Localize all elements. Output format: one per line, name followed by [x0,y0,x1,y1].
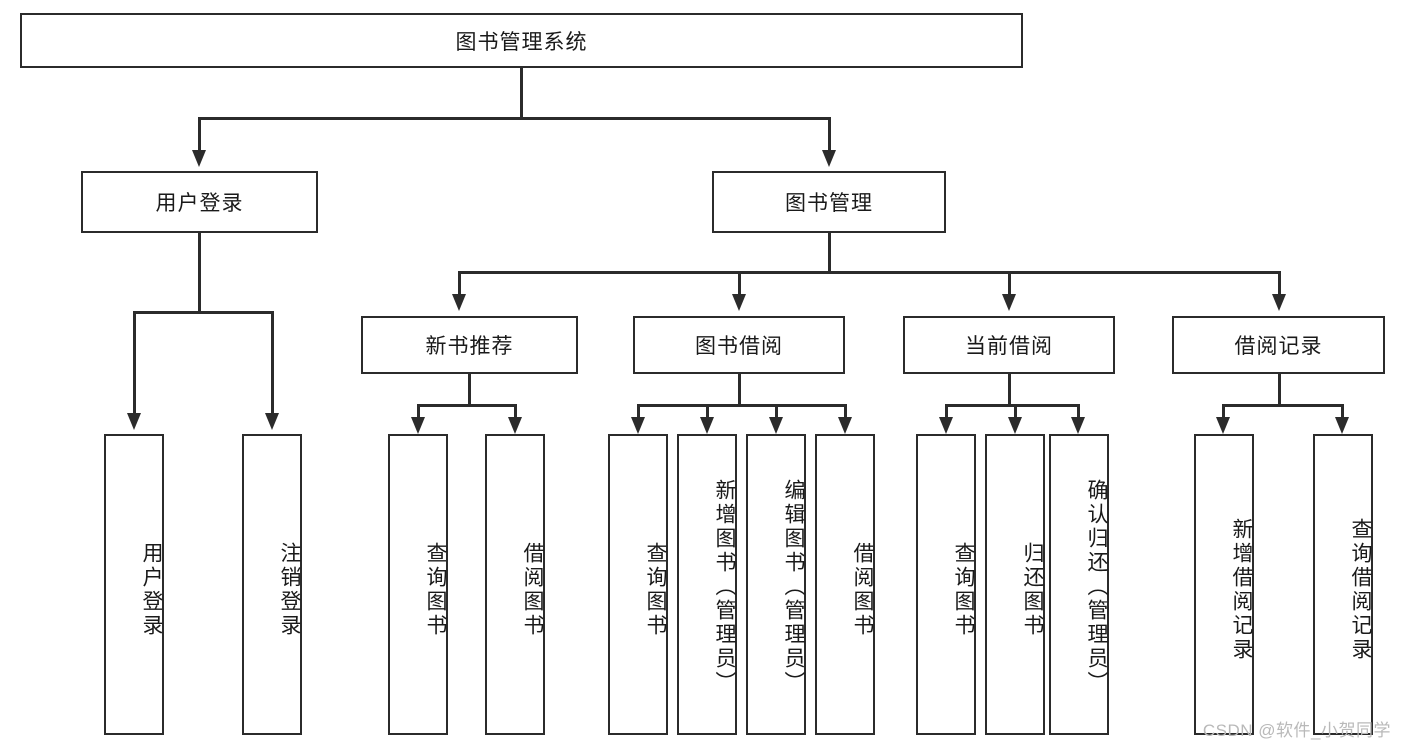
leaf-borrow-record-0[interactable]: 新增借阅记录 [1194,434,1254,735]
arrow-book-mgmt-to-child-0 [452,294,466,311]
arrow-current-borrow-to-leaf-2 [1071,417,1085,434]
leaf-current-borrow-1[interactable]: 归还图书 [985,434,1045,735]
node-new-book-recommend[interactable]: 新书推荐 [361,316,578,374]
edge-borrow-record-stem [1278,374,1281,406]
edge-book-borrow-to-leaf-3 [844,404,847,420]
edge-book-borrow-stem [738,374,741,406]
edge-new-book-to-leaf-1 [514,404,517,420]
edge-current-borrow-to-leaf-1 [1014,404,1017,420]
node-label: 借阅图书 [851,541,874,638]
edge-book-mgmt-bus [458,271,1280,274]
leaf-new-book-recommend-0[interactable]: 查询图书 [388,434,448,735]
edge-borrow-record-to-leaf-0 [1222,404,1225,420]
edge-new-book-bus [417,404,516,407]
node-label: 确认归还（管理员） [1085,478,1108,695]
arrow-root-to-user-login [192,150,206,167]
node-book-management[interactable]: 图书管理 [712,171,946,233]
arrow-book-borrow-to-leaf-2 [769,417,783,434]
node-label: 新增图书（管理员） [713,478,736,695]
arrow-book-borrow-to-leaf-3 [838,417,852,434]
node-user-login[interactable]: 用户登录 [81,171,318,233]
node-label: 编辑图书（管理员） [782,478,805,695]
arrow-book-mgmt-to-child-1 [732,294,746,311]
arrow-book-mgmt-to-child-2 [1002,294,1016,311]
arrow-new-book-to-leaf-0 [411,417,425,434]
node-label: 借阅图书 [521,541,544,638]
edge-book-mgmt-to-child-0 [458,271,461,297]
edge-current-borrow-stem [1008,374,1011,406]
node-root-system[interactable]: 图书管理系统 [20,13,1023,68]
edge-current-borrow-to-leaf-0 [945,404,948,420]
arrow-borrow-record-to-leaf-1 [1335,417,1349,434]
node-label: 借阅记录 [1234,335,1323,358]
edge-current-borrow-to-leaf-2 [1077,404,1080,420]
edge-new-book-stem [468,374,471,406]
node-label: 新增借阅记录 [1230,517,1253,662]
node-label: 查询借阅记录 [1349,517,1372,662]
arrow-root-to-book-mgmt [822,150,836,167]
edge-root-stem [520,68,523,119]
arrow-borrow-record-to-leaf-0 [1216,417,1230,434]
leaf-book-borrow-1[interactable]: 新增图书（管理员） [677,434,737,735]
node-label: 查询图书 [424,541,447,638]
node-label: 用户登录 [155,192,244,215]
leaf-user-login-0[interactable]: 用户登录 [104,434,164,735]
leaf-book-borrow-2[interactable]: 编辑图书（管理员） [746,434,806,735]
edge-user-login-bus [133,311,271,314]
edge-book-mgmt-to-child-2 [1008,271,1011,297]
edge-root-to-book-mgmt [828,117,831,153]
arrow-current-borrow-to-leaf-1 [1008,417,1022,434]
edge-borrow-record-bus [1222,404,1343,407]
edge-borrow-record-to-leaf-1 [1341,404,1344,420]
node-label: 新书推荐 [425,335,514,358]
edge-book-mgmt-to-child-1 [738,271,741,297]
leaf-user-login-1[interactable]: 注销登录 [242,434,302,735]
node-book-borrow[interactable]: 图书借阅 [633,316,845,374]
edge-new-book-to-leaf-0 [417,404,420,420]
edge-root-to-user-login [198,117,201,153]
leaf-book-borrow-0[interactable]: 查询图书 [608,434,668,735]
node-label: 图书借阅 [695,335,783,358]
node-current-borrow[interactable]: 当前借阅 [903,316,1115,374]
node-label: 图书管理系统 [455,30,588,54]
arrow-book-borrow-to-leaf-1 [700,417,714,434]
edge-book-borrow-to-leaf-2 [775,404,778,420]
node-label: 注销登录 [278,541,301,638]
node-label: 查询图书 [644,541,667,638]
node-label: 归还图书 [1021,541,1044,638]
edge-book-borrow-to-leaf-0 [637,404,640,420]
edge-user-login-stem [198,233,201,313]
leaf-book-borrow-3[interactable]: 借阅图书 [815,434,875,735]
leaf-new-book-recommend-1[interactable]: 借阅图书 [485,434,545,735]
node-borrow-record[interactable]: 借阅记录 [1172,316,1385,374]
node-label: 当前借阅 [965,335,1053,358]
edge-user-login-to-leaf-1 [271,311,274,415]
edge-book-borrow-to-leaf-1 [706,404,709,420]
leaf-borrow-record-1[interactable]: 查询借阅记录 [1313,434,1373,735]
leaf-current-borrow-2[interactable]: 确认归还（管理员） [1049,434,1109,735]
edge-book-mgmt-to-child-3 [1278,271,1281,297]
arrow-new-book-to-leaf-1 [508,417,522,434]
node-label: 查询图书 [952,541,975,638]
arrow-user-login-to-leaf-1 [265,413,279,430]
arrow-current-borrow-to-leaf-0 [939,417,953,434]
arrow-user-login-to-leaf-0 [127,413,141,430]
arrow-book-mgmt-to-child-3 [1272,294,1286,311]
edge-current-borrow-bus [945,404,1079,407]
node-label: 用户登录 [140,541,163,638]
arrow-book-borrow-to-leaf-0 [631,417,645,434]
edge-root-bus [198,117,831,120]
leaf-current-borrow-0[interactable]: 查询图书 [916,434,976,735]
edge-book-mgmt-stem [828,233,831,273]
edge-user-login-to-leaf-0 [133,311,136,415]
edge-book-borrow-bus [637,404,845,407]
node-label: 图书管理 [785,192,873,215]
